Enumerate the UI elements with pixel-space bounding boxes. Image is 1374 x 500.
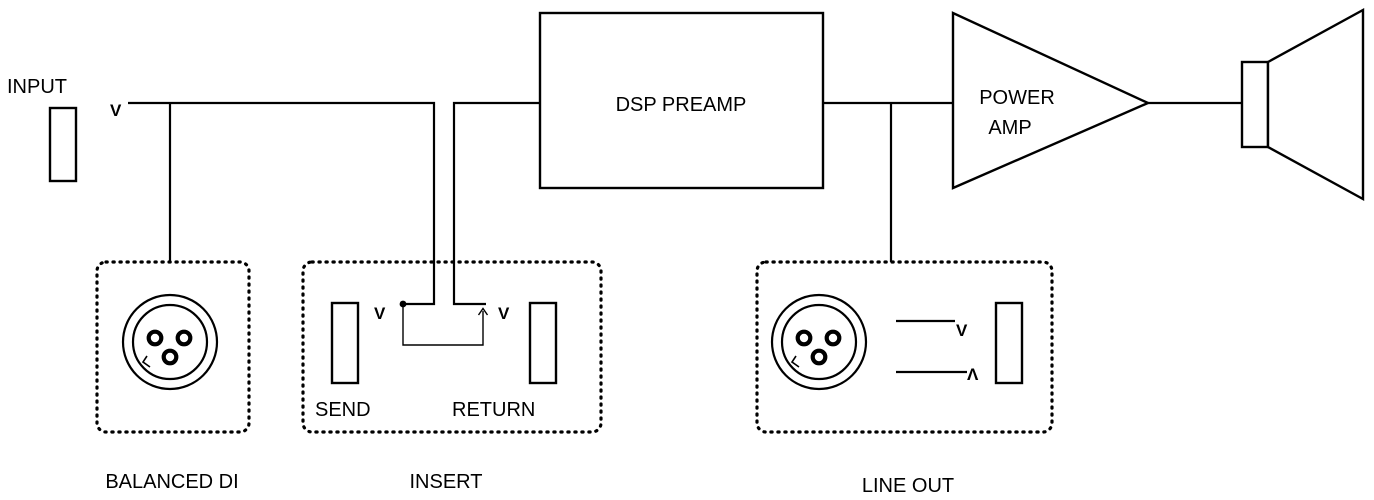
line-out-xlr-icon bbox=[770, 293, 868, 391]
input-jack-icon bbox=[48, 106, 78, 183]
dsp-preamp-label: DSP PREAMP bbox=[616, 94, 747, 116]
balanced-di-label: BALANCED DI bbox=[105, 471, 238, 493]
signal-wires bbox=[128, 101, 1242, 306]
send-label: SEND bbox=[315, 399, 371, 421]
power-amp-block bbox=[951, 11, 1151, 190]
balanced-di-panel bbox=[95, 260, 251, 434]
line-out-ring-glyph: Λ bbox=[967, 365, 979, 384]
send-jack-icon bbox=[330, 301, 360, 385]
input-tip-glyph: V bbox=[110, 101, 122, 120]
dsp-preamp-block bbox=[538, 11, 825, 190]
return-to-dsp-wire bbox=[452, 101, 540, 306]
line-out-tip-glyph: V bbox=[956, 321, 968, 340]
send-tip-glyph: V bbox=[374, 304, 386, 323]
speaker-icon bbox=[1240, 7, 1365, 202]
input-label: INPUT bbox=[7, 76, 67, 98]
insert-label: INSERT bbox=[410, 471, 483, 493]
insert-panel bbox=[301, 260, 603, 434]
balanced-di-xlr-icon bbox=[121, 293, 219, 391]
return-tip-glyph: V bbox=[498, 304, 510, 323]
line-out-panel bbox=[755, 260, 1054, 434]
return-jack-icon bbox=[528, 301, 558, 385]
insert-normal-link bbox=[399, 300, 489, 346]
line-out-label: LINE OUT bbox=[862, 475, 954, 497]
line-out-jack-icon bbox=[994, 301, 1024, 385]
power-amp-label-line1: POWER bbox=[979, 87, 1055, 109]
power-amp-label-line2: AMP bbox=[988, 117, 1031, 139]
return-label: RETURN bbox=[452, 399, 535, 421]
input-to-send-wire bbox=[128, 101, 436, 306]
